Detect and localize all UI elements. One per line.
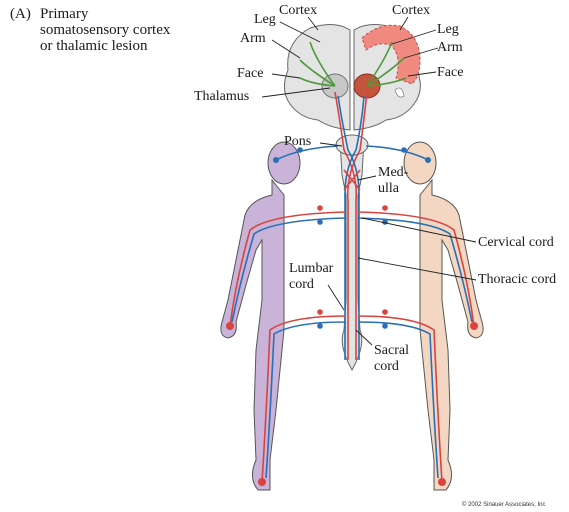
panel-tag: (A) bbox=[10, 6, 31, 23]
label-cortex-left: Cortex bbox=[279, 3, 317, 19]
label-medulla-2: ulla bbox=[378, 181, 399, 197]
label-medulla-1: Med- bbox=[378, 165, 408, 181]
pons-structure bbox=[336, 135, 368, 155]
label-face-left: Face bbox=[237, 66, 263, 82]
caption-line-2: somatosensory cortex bbox=[40, 22, 170, 39]
label-sacral-1: Sacral bbox=[374, 343, 409, 359]
spinal-cord bbox=[340, 136, 364, 370]
label-leg-left: Leg bbox=[254, 12, 276, 28]
label-arm-right: Arm bbox=[437, 40, 463, 56]
label-face-right: Face bbox=[437, 65, 463, 81]
caption-line-3: or thalamic lesion bbox=[40, 38, 147, 55]
label-lumbar-1: Lumbar bbox=[289, 261, 333, 277]
label-cortex-right: Cortex bbox=[392, 3, 430, 19]
label-sacral-2: cord bbox=[374, 359, 399, 375]
label-leg-right: Leg bbox=[437, 22, 459, 38]
label-thalamus: Thalamus bbox=[194, 89, 249, 105]
label-thoracic-cord: Thoracic cord bbox=[478, 272, 556, 288]
label-arm-left: Arm bbox=[240, 31, 266, 47]
caption-line-1: Primary bbox=[40, 6, 88, 23]
label-pons: Pons bbox=[284, 134, 311, 150]
brain-section bbox=[284, 24, 420, 130]
label-cervical-cord: Cervical cord bbox=[478, 235, 554, 251]
label-lumbar-2: cord bbox=[289, 277, 314, 293]
copyright-notice: © 2002 Sinauer Associates, Inc bbox=[462, 502, 545, 508]
